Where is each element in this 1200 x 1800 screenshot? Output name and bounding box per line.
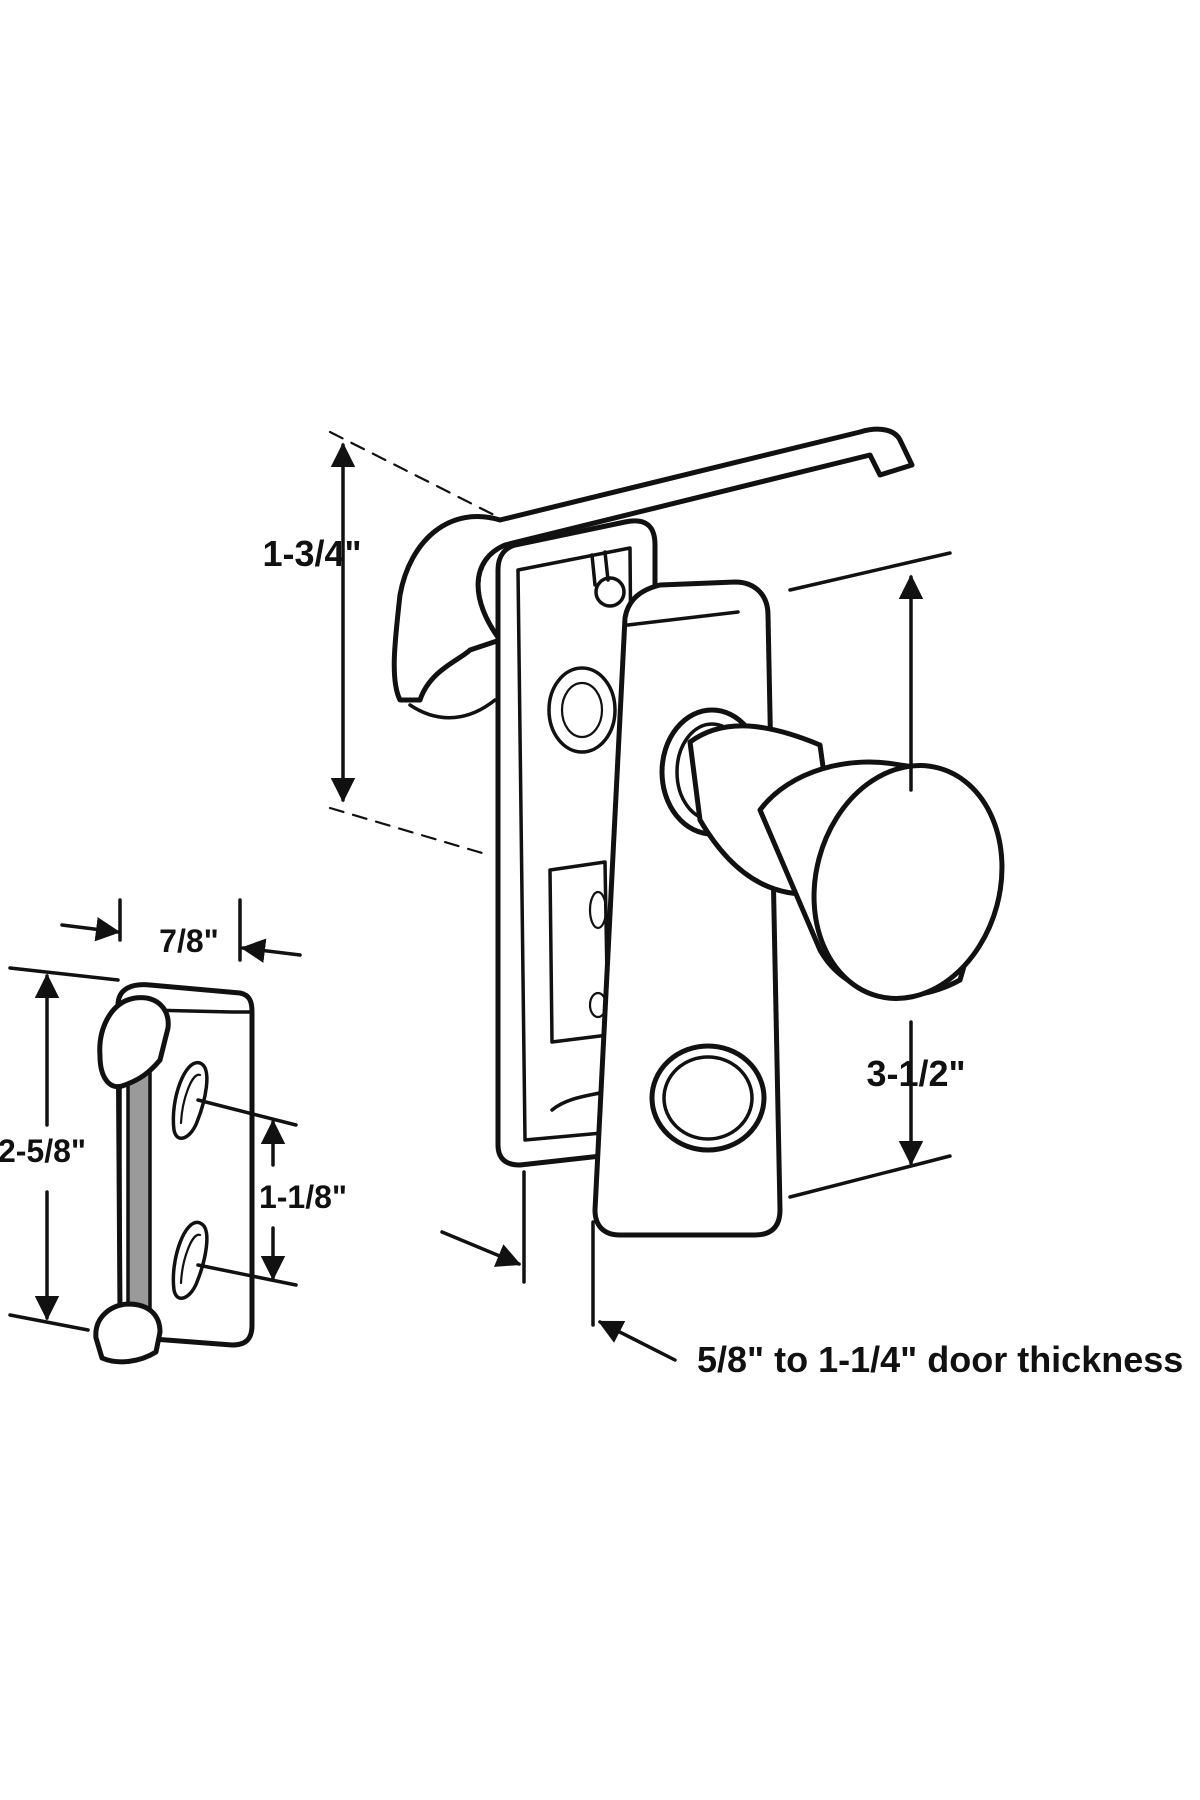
strike-height-label: 2-5/8": [0, 1133, 86, 1169]
strike-width-dimension: [60, 898, 302, 963]
hole-spacing-dimension: [196, 1098, 298, 1287]
knob: [659, 707, 1005, 1001]
lever-height-dimension: [328, 430, 502, 855]
strike-height-dimension: [8, 966, 120, 1332]
door-thickness-dimension: [440, 1170, 677, 1362]
lever-handle: [391, 426, 915, 720]
lever-height-label: 1-3/4": [262, 533, 361, 574]
plate-height-label: 3-1/2": [866, 1053, 965, 1094]
plate-height-dimension: [788, 551, 952, 1199]
strike-plate: [93, 982, 255, 1365]
door-thickness-label: 5/8" to 1-1/4" door thickness: [697, 1339, 1183, 1380]
front-plate: [592, 579, 783, 1238]
strike-width-label: 7/8": [159, 923, 219, 959]
hole-spacing-label: 1-1/8": [259, 1179, 347, 1215]
